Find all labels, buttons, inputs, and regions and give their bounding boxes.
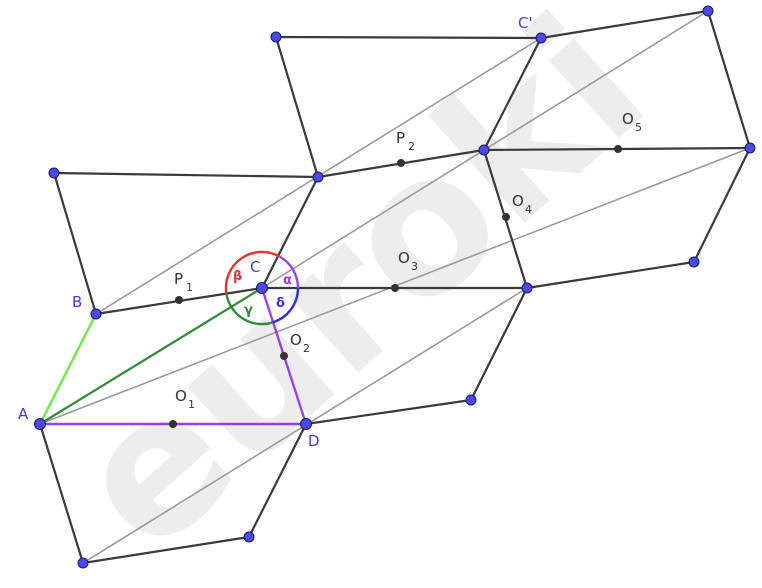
angle-alpha-label: α bbox=[283, 273, 292, 288]
label-p1: P 1 bbox=[174, 270, 193, 294]
label-point-a: A bbox=[18, 405, 29, 423]
label-o5: O 5 bbox=[622, 110, 642, 134]
label-o5-sub: 5 bbox=[635, 121, 642, 134]
watermark-text: euroki bbox=[32, 0, 685, 588]
label-o1-main: O bbox=[175, 387, 187, 405]
label-o4-main: O bbox=[512, 192, 524, 210]
angle-gamma-arc bbox=[225, 293, 274, 326]
angle-delta-label: δ bbox=[276, 296, 285, 311]
label-o1: O 1 bbox=[175, 387, 195, 411]
label-o2-sub: 2 bbox=[303, 342, 310, 355]
label-p2: P 2 bbox=[396, 129, 415, 153]
label-o2-main: O bbox=[290, 331, 302, 349]
label-point-c-prime: C' bbox=[518, 14, 533, 32]
label-o3: O 3 bbox=[398, 249, 418, 273]
label-p1-sub: 1 bbox=[186, 281, 193, 294]
label-o3-main: O bbox=[398, 249, 410, 267]
edge-ab bbox=[38, 313, 98, 425]
label-p2-main: P bbox=[396, 129, 405, 147]
label-point-b: B bbox=[72, 293, 82, 311]
label-p2-sub: 2 bbox=[408, 140, 415, 153]
label-point-d: D bbox=[308, 432, 320, 450]
angle-beta-arc bbox=[224, 250, 281, 294]
angle-alpha-arc bbox=[278, 255, 300, 289]
diagonal-ac bbox=[39, 287, 263, 425]
angle-marks bbox=[224, 250, 300, 326]
label-o2: O 2 bbox=[290, 331, 310, 355]
edges bbox=[38, 9, 752, 565]
label-p1-main: P bbox=[174, 270, 183, 288]
label-point-c: C bbox=[250, 258, 260, 276]
midpoints bbox=[169, 145, 622, 428]
angle-beta-label: β bbox=[233, 269, 242, 284]
label-o1-sub: 1 bbox=[188, 398, 195, 411]
label-o4-sub: 4 bbox=[525, 203, 532, 216]
label-o4: O 4 bbox=[512, 192, 532, 216]
vertices bbox=[34, 5, 756, 569]
label-o3-sub: 3 bbox=[411, 260, 418, 273]
watermark: euroki bbox=[32, 0, 685, 588]
angle-delta-arc bbox=[272, 287, 300, 324]
label-o5-main: O bbox=[622, 110, 634, 128]
angle-gamma-label: γ bbox=[244, 303, 253, 318]
